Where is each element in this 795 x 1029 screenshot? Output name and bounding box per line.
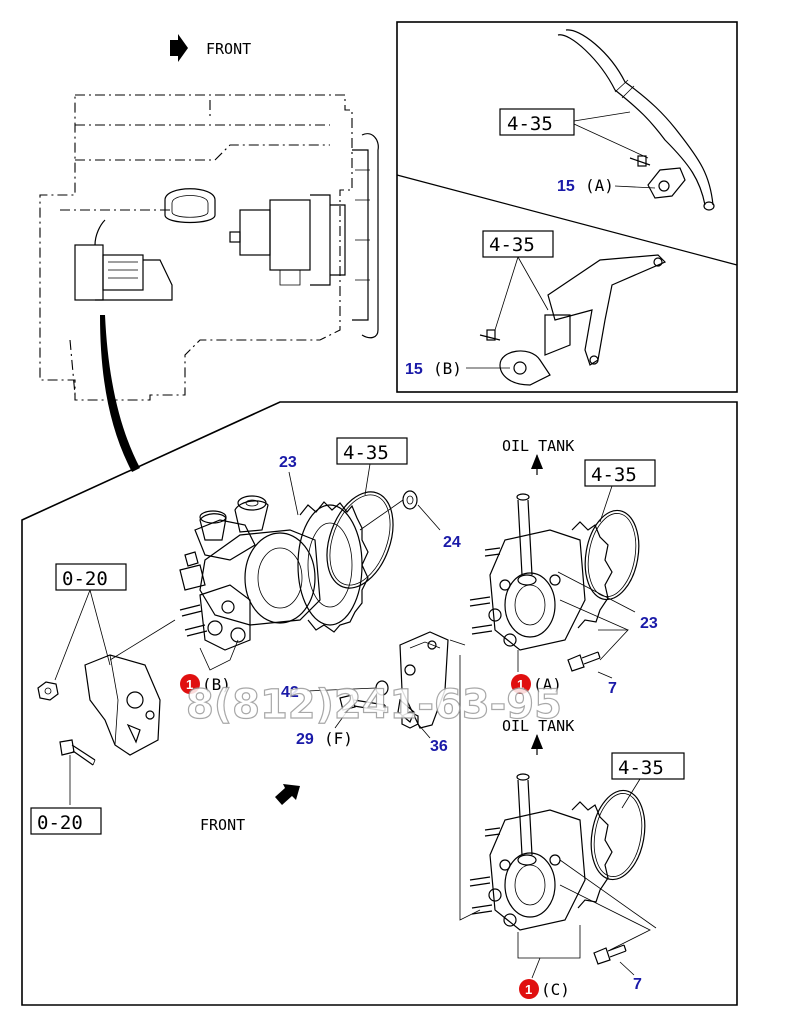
front-label-top: FRONT (206, 40, 251, 58)
oil-tank-label-1: OIL TANK (502, 437, 574, 455)
badge-1-a: 1 (511, 674, 531, 694)
center-bracket (397, 631, 449, 729)
callout-1a-suffix: (A) (533, 675, 562, 694)
detail-box-hose-clamps: 4-35 15 (A) 4-35 15 (B) (396, 21, 738, 393)
fuel-pump-assembly-main (179, 495, 369, 671)
callout-42: 42 (281, 684, 299, 701)
callout-15a: 15 (557, 178, 575, 195)
callout-29-suffix: (F) (324, 729, 353, 748)
callout-1c-suffix: (C) (541, 980, 570, 999)
phone-watermark: 8(812)241-63-95 (186, 682, 562, 728)
oil-tank-label-2: OIL TANK (502, 717, 574, 735)
ref-4-35-b: 4-35 (489, 234, 535, 256)
callout-23-main: 23 (279, 454, 297, 471)
svg-text:1: 1 (525, 982, 532, 997)
callout-24: 24 (443, 534, 461, 551)
engine-overview: FRONT (39, 34, 379, 472)
callout-29: 29 (296, 731, 314, 748)
callout-15b-suffix: (B) (433, 359, 462, 378)
ref-0-20-bottom: 0-20 (37, 812, 83, 834)
ref-4-35-c-pump: 4-35 (618, 757, 664, 779)
callout-7-a: 7 (608, 680, 617, 697)
callout-1b-suffix: (B) (202, 675, 231, 694)
fuel-pump-assembly-a (469, 493, 613, 651)
svg-text:1: 1 (517, 677, 524, 692)
pump-bracket (84, 654, 161, 756)
callout-15b: 15 (405, 361, 423, 378)
callout-36: 36 (430, 738, 448, 755)
front-label-bottom: FRONT (200, 816, 245, 834)
ref-0-20-top: 0-20 (62, 568, 108, 590)
main-exploded-view: 0-20 0-20 (21, 401, 738, 1006)
front-arrow-icon (170, 34, 188, 62)
ref-4-35-main: 4-35 (343, 442, 389, 464)
fuel-pump-assembly-c (469, 773, 613, 931)
ref-4-35-a-pump: 4-35 (591, 464, 637, 486)
svg-text:1: 1 (186, 677, 193, 692)
ref-4-35-a: 4-35 (507, 113, 553, 135)
callout-7-c: 7 (633, 976, 642, 993)
badge-1-c: 1 (519, 979, 539, 999)
front-arrow-icon-bottom (275, 784, 300, 805)
badge-1-b: 1 (180, 674, 200, 694)
callout-23-a: 23 (640, 615, 658, 632)
callout-15a-suffix: (A) (585, 176, 614, 195)
